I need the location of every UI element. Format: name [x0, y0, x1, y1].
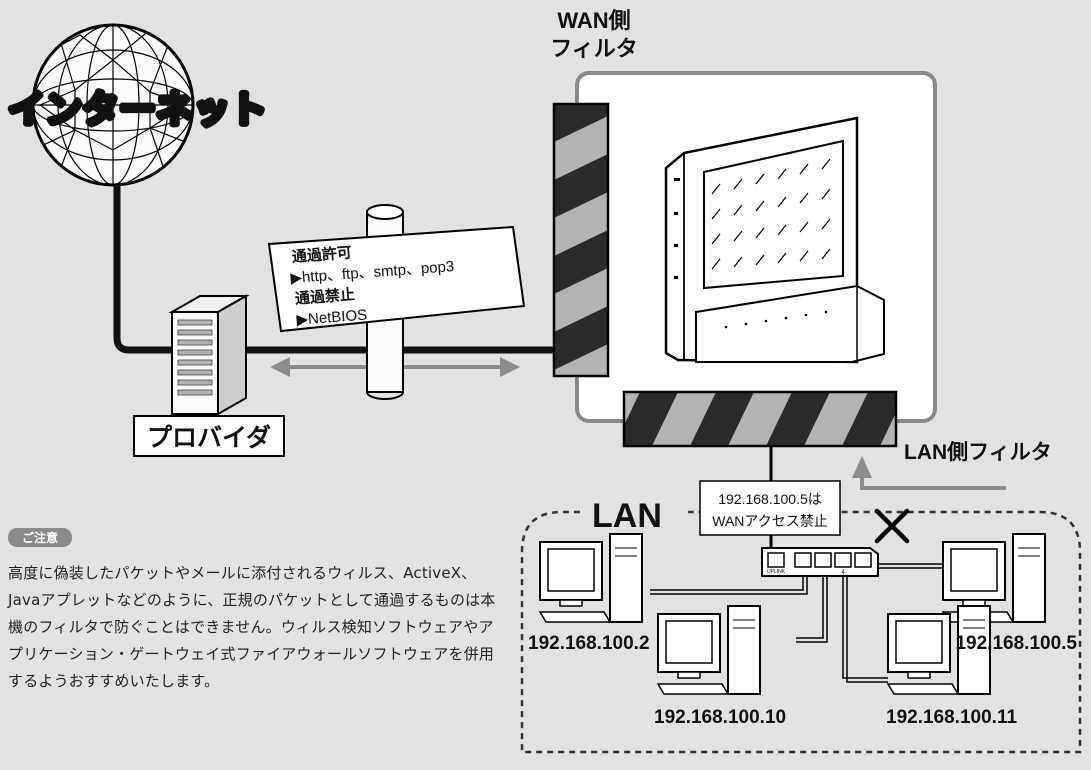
lan-filter-barrier — [622, 390, 898, 448]
port-uplink-label: UPLINK — [767, 569, 786, 575]
provider-label-box — [133, 415, 285, 457]
caution-badge — [8, 528, 72, 547]
blocked-path-arrow — [852, 456, 1006, 490]
router-device-icon — [664, 116, 885, 364]
signpost-icon — [267, 204, 526, 400]
provider-label: プロバイダ — [147, 423, 271, 452]
host-ip-label: 192.168.100.2 — [528, 633, 650, 654]
lan-cables — [650, 563, 944, 683]
wan-filter-label-line2: フィルタ — [550, 36, 638, 61]
wan-cable — [113, 185, 556, 354]
host-ip-label: 192.168.100.10 — [654, 707, 786, 728]
wan-block-callout: 192.168.100.5は WANアクセス禁止 — [699, 480, 841, 536]
host-ip-label: 192.168.100.5 — [955, 633, 1077, 654]
pc-icon — [656, 605, 761, 695]
lan-zone — [520, 510, 1082, 754]
callout-line2: WANアクセス禁止 — [712, 513, 827, 529]
caution-note-text: 高度に偽装したパケットやメールに添付されるウィルス、ActiveX、Javaアプ… — [8, 564, 496, 690]
pc-icon — [886, 605, 991, 695]
caution-badge-label: ご注意 — [22, 530, 58, 545]
provider-server-icon — [168, 294, 250, 416]
pc-icon — [538, 533, 643, 623]
wan-filter-label-line1: WAN側 — [557, 8, 630, 33]
internet-globe-icon — [31, 23, 195, 187]
callout-line1: 192.168.100.5は — [718, 491, 822, 507]
internet-label: インターネット — [8, 89, 267, 130]
wan-filter-barrier — [552, 102, 610, 378]
lan-filter-label: LAN側フィルタ — [904, 441, 1052, 464]
switching-hub-icon: UPLINK 4 — [761, 547, 879, 577]
deny-heading: 通過禁止 — [294, 285, 355, 307]
port-4-label: 4 — [841, 570, 845, 576]
allow-heading: 通過許可 — [291, 243, 352, 265]
host-ip-label: 192.168.100.11 — [886, 707, 1017, 728]
deny-list: ▶NetBIOS — [296, 307, 368, 329]
lan-label: LAN — [592, 497, 662, 535]
block-x-icon — [874, 508, 910, 544]
